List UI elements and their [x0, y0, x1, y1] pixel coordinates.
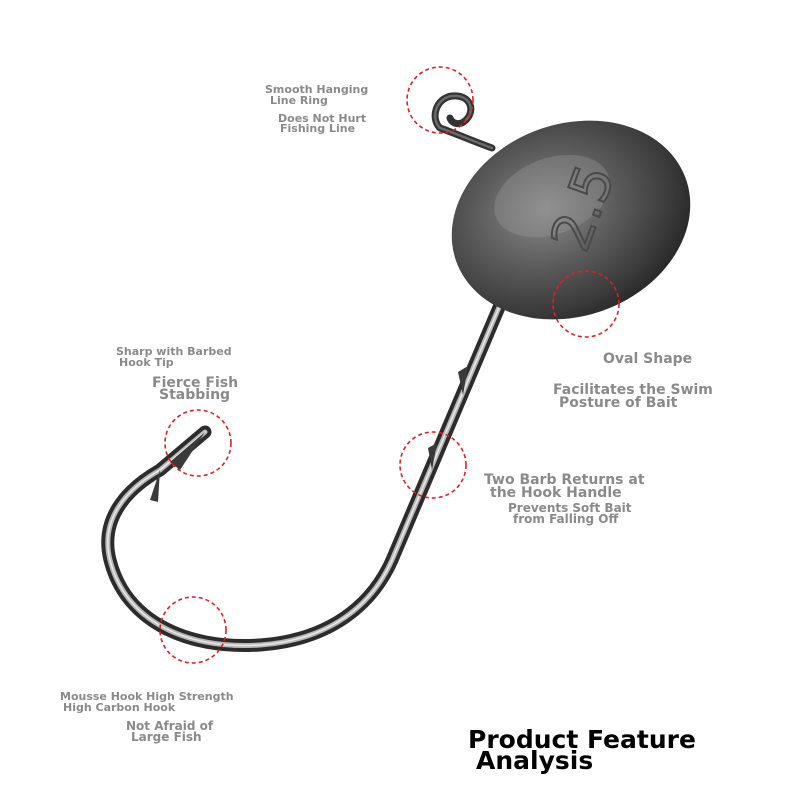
callout-circle-hook-tip [164, 409, 232, 477]
line-ring-title-2: Line Ring [270, 94, 328, 107]
hook-material-desc: Not Afraid of [126, 719, 214, 733]
oval-shape-desc: Facilitates the Swim [553, 382, 713, 398]
barb-returns-title: Two Barb Returns at [484, 472, 645, 488]
callout-circle-oval-head [552, 270, 620, 338]
title-line-2: Analysis [476, 746, 594, 775]
line-ring-desc: Does Not Hurt [278, 112, 367, 125]
hook-tip-desc: Fierce Fish [152, 375, 239, 391]
title-line-1: Product Feature [468, 725, 696, 754]
callout-circle-line-ring [406, 66, 474, 134]
barb-returns-title-2: the Hook Handle [490, 485, 622, 501]
callout-circle-barbs [399, 431, 467, 499]
hook-material-title: Mousse Hook High Strength [60, 690, 234, 703]
hook-tip-title-2: Hook Tip [119, 356, 174, 369]
hook-wire [101, 298, 507, 653]
callout-circle-hook-bend [159, 596, 227, 664]
hook-material-title-2: High Carbon Hook [63, 701, 176, 714]
line-ring-desc-2: Fishing Line [280, 122, 356, 135]
barb-returns-desc: Prevents Soft Bait [508, 501, 632, 515]
hook-tip-title: Sharp with Barbed [116, 345, 232, 358]
oval-shape-title: Oval Shape [603, 351, 693, 367]
barb-returns-desc-2: from Falling Off [513, 512, 619, 526]
hook-tip-desc-2: Stabbing [159, 387, 231, 403]
hook-material-desc-2: Large Fish [131, 730, 202, 744]
oval-shape-desc-2: Posture of Bait [559, 395, 678, 411]
line-ring [431, 92, 496, 152]
oval-jig-head [451, 120, 691, 320]
line-ring-title: Smooth Hanging [265, 83, 369, 96]
